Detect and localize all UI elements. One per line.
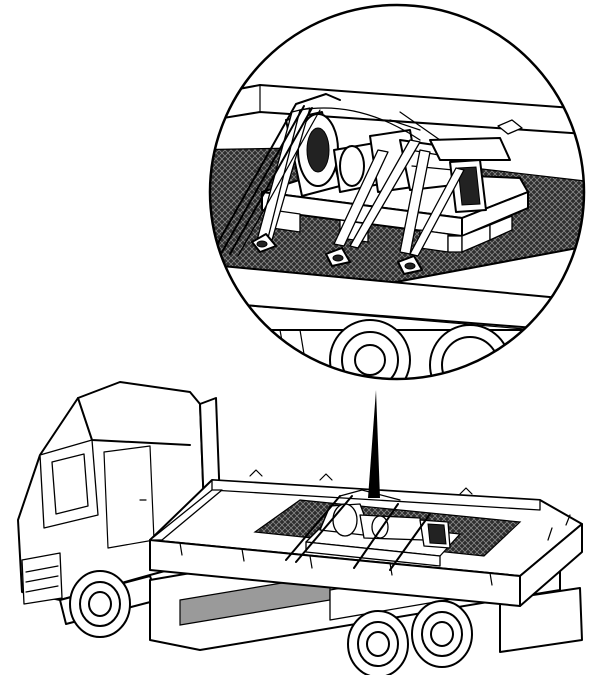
rear-wheel-1 xyxy=(347,610,409,675)
lashing-rings xyxy=(251,233,423,275)
rear-wheel-2 xyxy=(411,600,473,668)
lashing-straps xyxy=(255,107,465,257)
front-wheel xyxy=(69,570,131,638)
truck xyxy=(17,381,583,675)
detail-magnifier xyxy=(208,3,586,381)
cargo-small xyxy=(285,489,461,571)
wire-rope xyxy=(213,93,341,257)
callout-pointer xyxy=(368,390,380,498)
rail-clip xyxy=(497,119,523,135)
